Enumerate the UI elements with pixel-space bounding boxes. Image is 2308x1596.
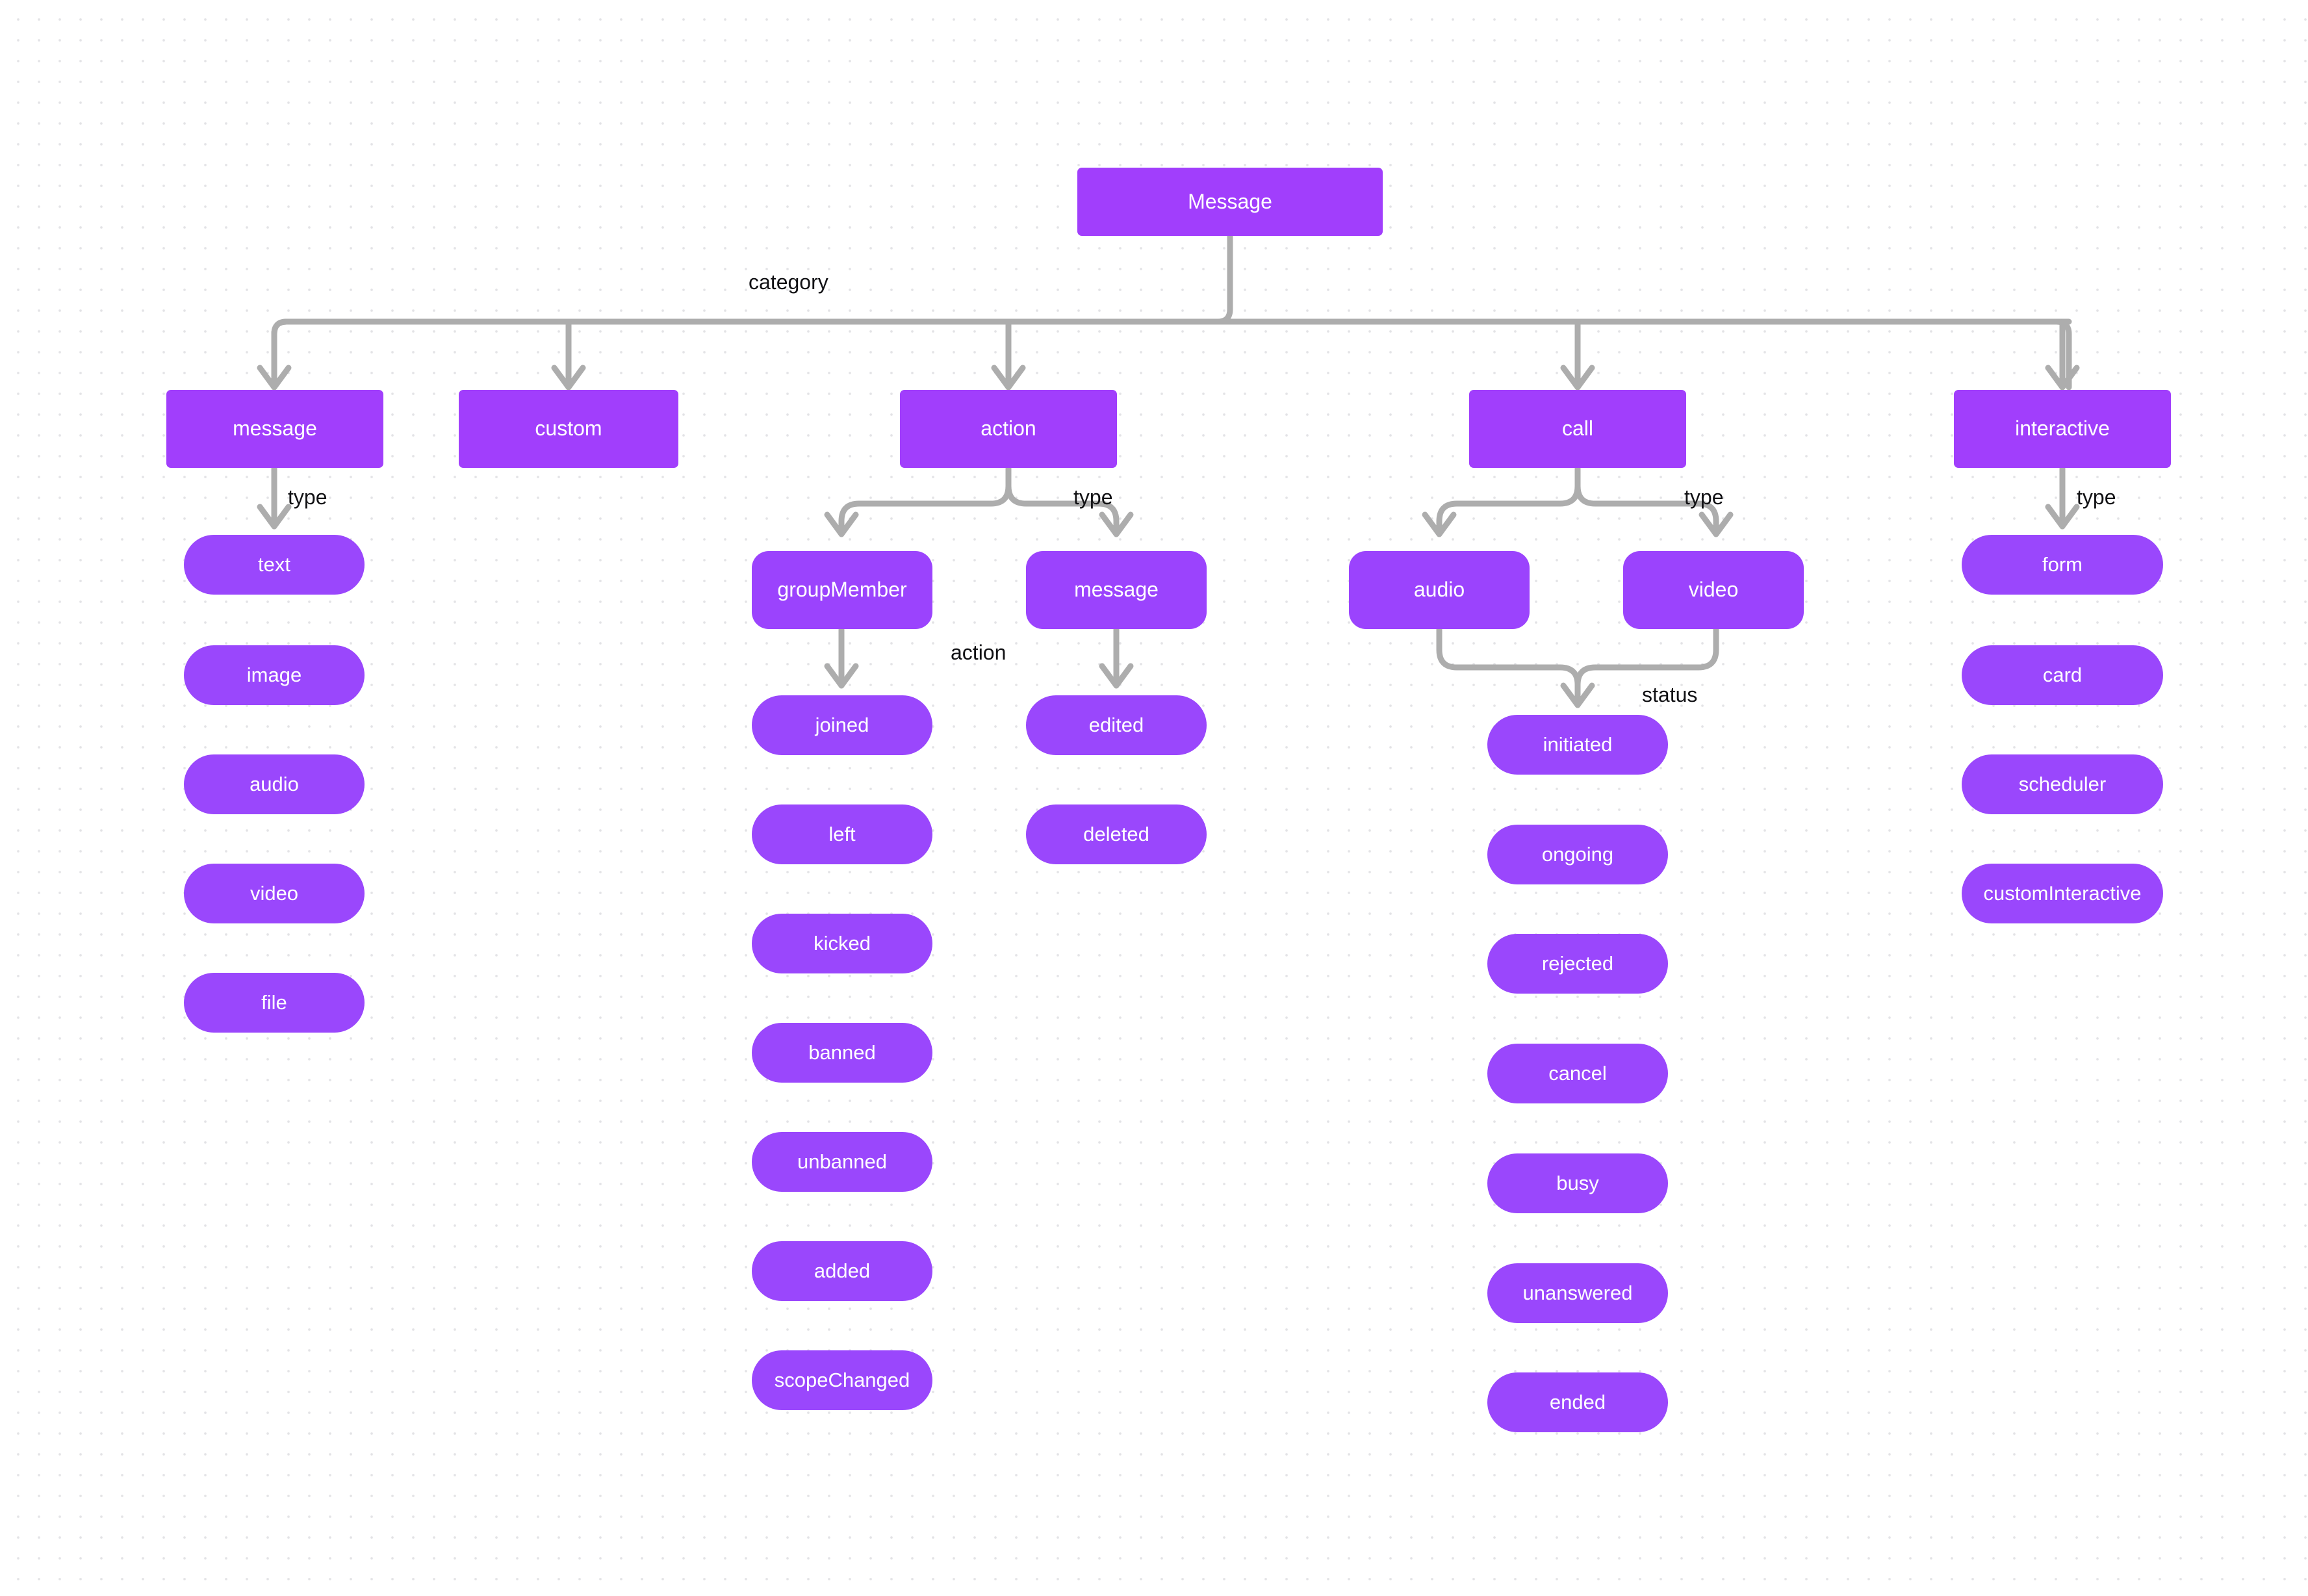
node-call-status-initiated[interactable]: initiated bbox=[1487, 715, 1668, 775]
node-call-status-initiated-label: initiated bbox=[1543, 732, 1613, 756]
node-message-type-audio-label: audio bbox=[250, 772, 299, 795]
node-groupmember-action-added-label: added bbox=[814, 1259, 871, 1282]
node-interactive-type-scheduler-label: scheduler bbox=[2018, 772, 2107, 795]
node-category-message[interactable]: message bbox=[166, 390, 383, 468]
node-interactive-type-form[interactable]: form bbox=[1962, 535, 2163, 595]
node-call-status-unanswered-label: unanswered bbox=[1522, 1281, 1633, 1304]
node-root-message[interactable]: Message bbox=[1077, 168, 1383, 236]
edge-label-action: action bbox=[951, 641, 1007, 664]
node-category-action-label: action bbox=[981, 417, 1036, 441]
node-call-status-ongoing[interactable]: ongoing bbox=[1487, 825, 1668, 884]
node-category-call-label: call bbox=[1561, 417, 1593, 441]
node-call-type-video-label: video bbox=[1688, 578, 1739, 602]
arrow-status bbox=[1560, 682, 1595, 708]
node-groupmember-action-joined-label: joined bbox=[815, 713, 869, 736]
arrow-interactive bbox=[2045, 365, 2080, 391]
node-groupmember-action-joined[interactable]: joined bbox=[752, 695, 932, 755]
node-category-custom[interactable]: custom bbox=[459, 390, 678, 468]
node-action-type-groupmember[interactable]: groupMember bbox=[752, 551, 932, 629]
node-message-action-deleted[interactable]: deleted bbox=[1026, 804, 1207, 864]
node-call-status-ongoing-label: ongoing bbox=[1541, 842, 1614, 866]
edge-audio-merge bbox=[1436, 626, 1581, 708]
node-message-type-text-label: text bbox=[258, 552, 290, 576]
node-interactive-type-custominteractive-label: customInteractive bbox=[1983, 881, 2142, 905]
node-category-custom-label: custom bbox=[535, 417, 602, 441]
node-call-status-ended-label: ended bbox=[1549, 1390, 1606, 1413]
node-call-type-video[interactable]: video bbox=[1623, 551, 1804, 629]
node-call-status-rejected-label: rejected bbox=[1541, 951, 1614, 975]
node-groupmember-action-scopechanged[interactable]: scopeChanged bbox=[752, 1350, 932, 1410]
node-groupmember-action-banned[interactable]: banned bbox=[752, 1023, 932, 1083]
edge-label-type-message: type bbox=[288, 485, 327, 509]
node-groupmember-action-kicked-label: kicked bbox=[814, 931, 871, 955]
node-message-type-video-label: video bbox=[250, 881, 299, 905]
edge-label-type-call: type bbox=[1684, 485, 1724, 509]
arrow-action bbox=[991, 365, 1026, 391]
node-groupmember-action-kicked[interactable]: kicked bbox=[752, 914, 932, 973]
edge-bus-corner-left bbox=[271, 318, 290, 337]
node-message-action-edited[interactable]: edited bbox=[1026, 695, 1207, 755]
node-groupmember-action-left-label: left bbox=[828, 822, 856, 845]
node-groupmember-action-added[interactable]: added bbox=[752, 1241, 932, 1301]
node-category-action[interactable]: action bbox=[900, 390, 1117, 468]
node-groupmember-action-banned-label: banned bbox=[808, 1040, 876, 1064]
node-message-type-file[interactable]: file bbox=[184, 973, 365, 1033]
node-action-type-groupmember-label: groupMember bbox=[777, 578, 907, 602]
node-message-type-image[interactable]: image bbox=[184, 645, 365, 705]
edge-bus-corner-right bbox=[2053, 318, 2072, 391]
node-message-type-image-label: image bbox=[246, 663, 302, 686]
node-message-type-video[interactable]: video bbox=[184, 864, 365, 923]
node-category-interactive-label: interactive bbox=[2015, 417, 2110, 441]
node-message-action-edited-label: edited bbox=[1088, 713, 1144, 736]
edge-call-split-left bbox=[1436, 465, 1581, 537]
node-call-type-audio[interactable]: audio bbox=[1349, 551, 1530, 629]
node-call-status-unanswered[interactable]: unanswered bbox=[1487, 1263, 1668, 1323]
node-interactive-type-card[interactable]: card bbox=[1962, 645, 2163, 705]
arrow-call-audio bbox=[1422, 511, 1457, 537]
arrow-message-type bbox=[257, 504, 292, 530]
node-action-type-message[interactable]: message bbox=[1026, 551, 1207, 629]
node-interactive-type-scheduler[interactable]: scheduler bbox=[1962, 754, 2163, 814]
edge-label-category: category bbox=[749, 270, 828, 294]
node-call-status-rejected[interactable]: rejected bbox=[1487, 934, 1668, 994]
node-message-action-deleted-label: deleted bbox=[1083, 822, 1149, 845]
arrow-interactive-type bbox=[2045, 504, 2080, 530]
node-groupmember-action-unbanned[interactable]: unbanned bbox=[752, 1132, 932, 1192]
node-groupmember-action-left[interactable]: left bbox=[752, 804, 932, 864]
node-message-type-file-label: file bbox=[261, 990, 287, 1014]
node-category-call[interactable]: call bbox=[1469, 390, 1686, 468]
node-interactive-type-form-label: form bbox=[2042, 552, 2083, 576]
arrow-actionmessage-edited bbox=[1099, 663, 1134, 689]
edge-root-trunk bbox=[271, 233, 1233, 391]
arrow-action-message bbox=[1099, 511, 1134, 537]
node-message-type-text[interactable]: text bbox=[184, 535, 365, 595]
arrow-message bbox=[257, 365, 292, 391]
node-groupmember-action-unbanned-label: unbanned bbox=[797, 1150, 887, 1173]
node-root-message-label: Message bbox=[1188, 189, 1272, 213]
arrow-custom bbox=[551, 365, 586, 391]
edge-action-split bbox=[838, 465, 1012, 537]
node-call-type-audio-label: audio bbox=[1413, 578, 1465, 602]
arrow-groupmember bbox=[824, 511, 859, 537]
edge-label-type-action: type bbox=[1073, 485, 1113, 509]
node-message-type-audio[interactable]: audio bbox=[184, 754, 365, 814]
node-category-message-label: message bbox=[233, 417, 317, 441]
node-category-interactive[interactable]: interactive bbox=[1954, 390, 2171, 468]
edge-label-status: status bbox=[1642, 683, 1698, 706]
node-action-type-message-label: message bbox=[1074, 578, 1159, 602]
node-interactive-type-custominteractive[interactable]: customInteractive bbox=[1962, 864, 2163, 923]
arrow-call bbox=[1560, 365, 1595, 391]
node-call-status-cancel[interactable]: cancel bbox=[1487, 1044, 1668, 1103]
node-groupmember-action-scopechanged-label: scopeChanged bbox=[774, 1368, 910, 1391]
node-call-status-cancel-label: cancel bbox=[1548, 1061, 1607, 1085]
arrow-groupmember-joined bbox=[824, 663, 859, 689]
arrow-call-video bbox=[1699, 511, 1734, 537]
node-call-status-busy-label: busy bbox=[1556, 1171, 1599, 1194]
edge-label-type-interactive: type bbox=[2077, 485, 2116, 509]
node-call-status-busy[interactable]: busy bbox=[1487, 1153, 1668, 1213]
node-interactive-type-card-label: card bbox=[2042, 663, 2083, 686]
node-call-status-ended[interactable]: ended bbox=[1487, 1372, 1668, 1432]
